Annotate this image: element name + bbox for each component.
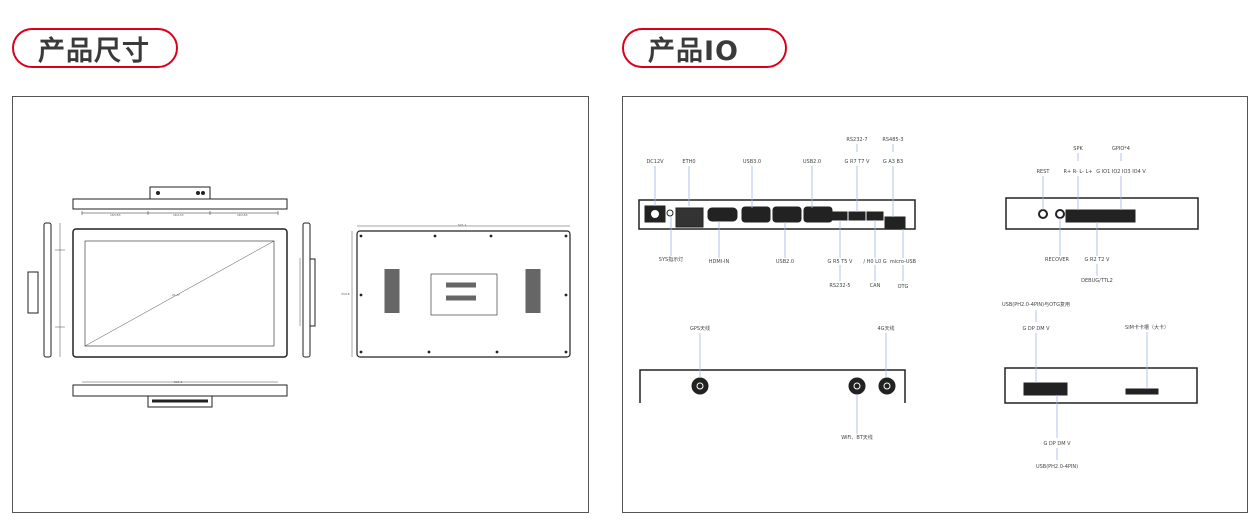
bottom-view (72, 381, 288, 408)
label-debug-pins: G R2 T2 V (1084, 257, 1110, 263)
label-can-pins: / H0 L0 G (863, 259, 887, 265)
label-spk: SPK (1073, 146, 1083, 152)
label-micro-usb: micro-USB (889, 259, 917, 265)
label-rs232-7: RS232-7 (846, 137, 868, 143)
io-panel (622, 96, 1248, 513)
label-wifi-bt-antenna: WiFi、BT天线 (841, 435, 873, 441)
label-rs485-pins: G A3 B3 (882, 159, 904, 165)
label-sys-led: SYS指示灯 (658, 257, 684, 263)
dimensions-panel (12, 96, 589, 513)
label-debug: DEBUG/TTL2 (1081, 278, 1113, 284)
dim-diagonal: 21.5" (172, 293, 181, 297)
dimensions-title-text: 产品尺寸 (38, 35, 150, 67)
label-usb-otg-pins: G DP DM V (1022, 326, 1050, 332)
label-usb30: USB3.0 (742, 159, 762, 165)
leader-lines (654, 144, 1148, 460)
label-sim-slot: SIM卡卡槽（大卡） (1125, 325, 1169, 331)
dim-back-width: 521.1 (458, 223, 467, 227)
label-spk-pins: R+ R- L- L+ (1063, 169, 1093, 175)
dim-back-height: 334.8 (341, 292, 350, 296)
section-title-io: 产品IO (622, 28, 787, 68)
label-rest: REST (1036, 169, 1050, 175)
back-view (351, 225, 571, 358)
label-usb-pins: G DP DM V (1043, 441, 1071, 447)
front-view (72, 228, 288, 358)
antenna-box (639, 369, 906, 403)
label-eth0: ETH0 (682, 159, 696, 165)
dim-bottom-width: 521.1 (174, 380, 183, 384)
label-4g-antenna: 4G天线 (877, 326, 895, 332)
label-usb20-top: USB2.0 (802, 159, 822, 165)
label-rs485: RS485-3 (882, 137, 904, 143)
dim-top-left: 163.83 (110, 213, 121, 217)
label-gpio-pins: G IO1 IO2 IO3 IO4 V (1096, 169, 1146, 175)
rear-io-box (638, 199, 916, 230)
label-rs232-5-pins: G R5 T5 V (827, 259, 853, 265)
label-otg: OTG (897, 284, 909, 290)
left-side-view (27, 222, 65, 358)
label-can: CAN (869, 283, 881, 289)
label-dc12v: DC12V (646, 159, 664, 165)
usb-sim-box (1004, 367, 1198, 404)
label-hdmi: HDMI-IN (708, 259, 730, 265)
top-view (72, 186, 288, 215)
section-title-dimensions: 产品尺寸 (12, 28, 178, 68)
label-recover: RECOVER (1044, 257, 1070, 263)
dim-top-right: 163.83 (237, 213, 248, 217)
side-io-box (1005, 197, 1199, 230)
right-side-view (299, 222, 316, 358)
label-usb-otg: USB(PH2.0-4PIN)与OTG复用 (1002, 302, 1070, 308)
io-title-text: 产品IO (648, 35, 739, 67)
label-usb20-bottom: USB2.0 (775, 259, 795, 265)
label-gpio: GPIO*4 (1112, 146, 1130, 152)
label-rs232-7-pins: G R7 T7 V (844, 159, 870, 165)
label-rs232-5: RS232-5 (829, 283, 851, 289)
dim-top-mid: 164.33 (173, 213, 184, 217)
label-gps-antenna: GPS天线 (689, 326, 711, 332)
label-usb: USB(PH2.0-4PIN) (1035, 464, 1079, 470)
